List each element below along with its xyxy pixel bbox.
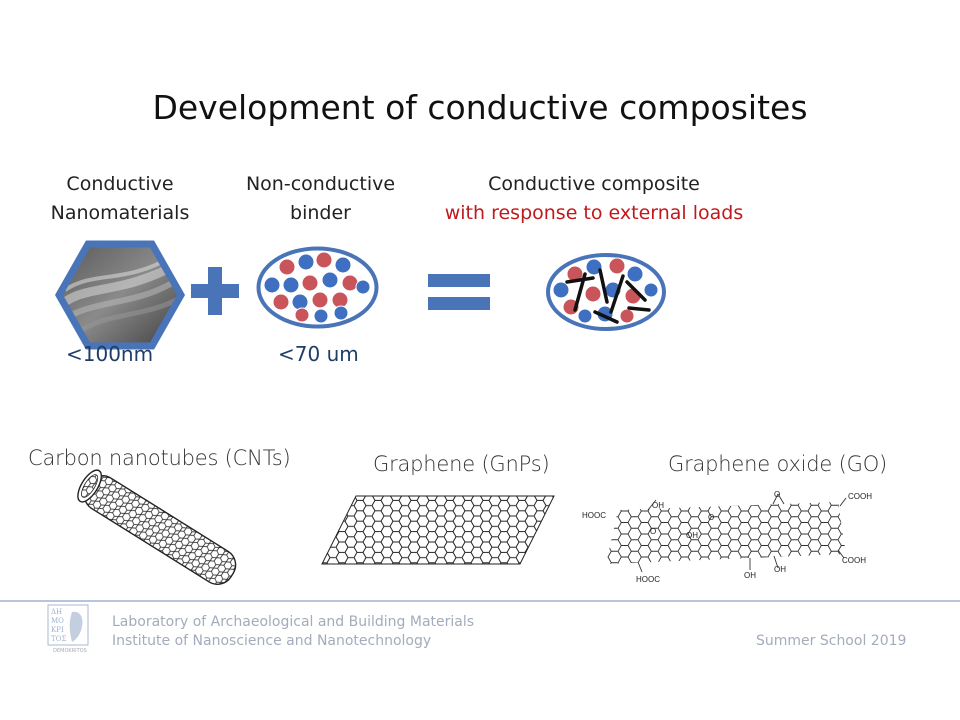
- go-label: Graphene oxide (GO): [668, 452, 888, 476]
- nanomaterials-label: Conductive Nanomaterials: [40, 170, 200, 228]
- go-cooh-bottom: COOH: [842, 556, 866, 565]
- nanomaterial-hexagon-icon: [54, 240, 186, 350]
- go-oh-bottom: OH: [744, 571, 756, 580]
- footer-event-text: Summer School 2019: [756, 633, 907, 649]
- composite-label-line2: with response to external loads: [444, 202, 744, 224]
- composite-label-line1: Conductive composite: [488, 173, 700, 195]
- svg-text:ΚΡΙ: ΚΡΙ: [51, 626, 64, 634]
- logo-text: DEMOKRITOS: [53, 648, 87, 654]
- composite-ellipse-icon: [546, 253, 666, 331]
- binder-label-line1: Non-conductive: [245, 173, 396, 195]
- go-oh-top-left: OH: [652, 501, 664, 510]
- binder-size: <70 um: [278, 342, 359, 366]
- binder-ellipse-icon: [256, 246, 379, 329]
- footer-divider: [0, 600, 960, 602]
- svg-text:ΜΟ: ΜΟ: [51, 617, 64, 625]
- graphene-oxide-structure-icon: HOOC OH O OH O O COOH OH OH HOOC COOH: [582, 490, 872, 584]
- nanomaterials-label-line2: Nanomaterials: [50, 202, 190, 224]
- go-epoxy-top: O: [774, 490, 780, 499]
- go-epoxy-left: O: [650, 527, 656, 536]
- go-cooh-top: COOH: [848, 492, 872, 501]
- footer-lab-text: Laboratory of Archaeological and Buildin…: [112, 614, 475, 630]
- graphene-label: Graphene (GnPs): [373, 452, 550, 476]
- go-epoxy-center: O: [708, 513, 714, 522]
- svg-text:ΤΟΣ: ΤΟΣ: [51, 635, 66, 643]
- equals-icon: [428, 274, 490, 310]
- nanomaterials-size: <100nm: [66, 342, 154, 366]
- carbon-nanotube-icon: [77, 469, 237, 585]
- page-title: Development of conductive composites: [152, 88, 808, 127]
- go-oh-center: OH: [686, 531, 698, 540]
- graphene-sheet-icon: [321, 495, 555, 565]
- binder-label-line2: binder: [290, 202, 351, 224]
- go-oh-bottom-right: OH: [774, 565, 786, 574]
- cnt-label: Carbon nanotubes (CNTs): [28, 446, 291, 470]
- nanomaterials-label-line1: Conductive: [66, 173, 174, 195]
- composite-label: Conductive composite with response to ex…: [420, 170, 768, 228]
- svg-text:ΔΗ: ΔΗ: [51, 608, 62, 616]
- plus-icon: [191, 267, 239, 315]
- binder-label: Non-conductive binder: [228, 170, 413, 228]
- go-hooc-bottom: HOOC: [636, 575, 660, 584]
- footer-institute-text: Institute of Nanoscience and Nanotechnol…: [112, 633, 432, 649]
- go-hooc-top: HOOC: [582, 511, 606, 520]
